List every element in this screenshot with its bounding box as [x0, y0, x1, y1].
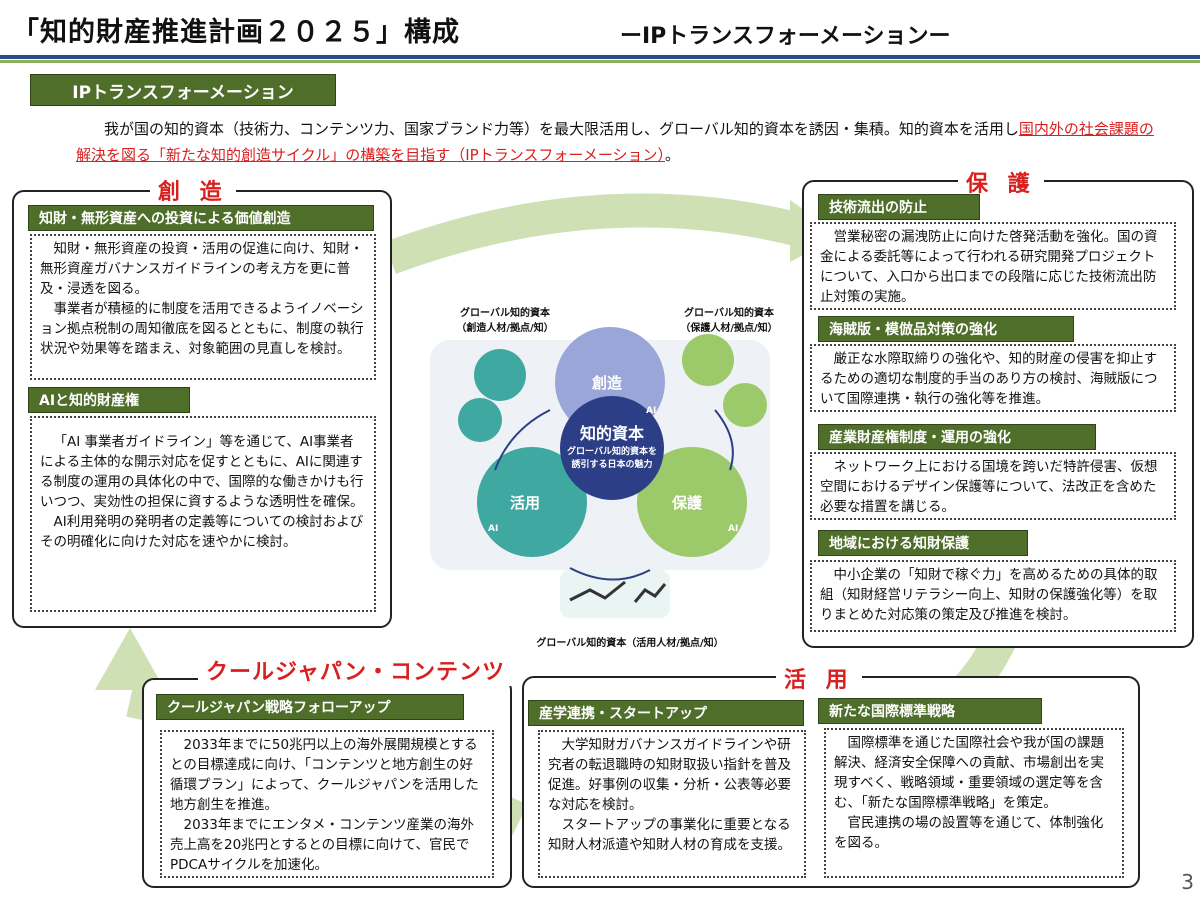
hogo-item4-box: 中小企業の「知財で稼ぐ力」を高めるための具体的取組（知財経営リテラシー向上、知財… — [810, 560, 1176, 632]
katsuyou-item2-p1: 国際標準を通じた国際社会や我が国の課題解決、経済安全保障への貢献、市場創出を実現… — [834, 735, 1104, 811]
souzou-item2-label: AIと知的財産権 — [28, 387, 190, 413]
souzou-item1-p1: 知財・無形資産の投資・活用の促進に向け、知財・無形資産ガバナンスガイドラインの考… — [40, 241, 364, 297]
center-sub1: グローバル知的資本を — [567, 447, 657, 457]
souzou-item2-box: 「AI 事業者ガイドライン」等を通じて、AI事業者による主体的な開示対応を促すと… — [30, 416, 376, 612]
page-title: 「知的財産推進計画２０２５」構成 — [12, 17, 460, 48]
diagram-top-left-label: グローバル知的資本 （創造人材/拠点/知） — [440, 304, 570, 334]
top-right-label-line1: グローバル知的資本 — [684, 308, 774, 319]
page-subtitle: ーIPトランスフォーメーションー — [620, 24, 951, 49]
katsuyou-item2-box: 国際標準を通じた国際社会や我が国の課題解決、経済安全保障への貢献、市場創出を実現… — [824, 728, 1124, 878]
souzou-item2-p1: 「AI 事業者ガイドライン」等を通じて、AI事業者による主体的な開示対応を促すと… — [40, 434, 364, 510]
center-text: 知的資本 グローバル知的資本を 誘引する日本の魅力 — [562, 420, 662, 470]
page-number: 3 — [1181, 870, 1194, 894]
cool-heading: クールジャパン・コンテンツ — [198, 654, 514, 686]
knowledge-cycle-diagram — [430, 327, 770, 618]
circle-hogo-label: 保護 — [672, 494, 703, 512]
hogo-item1-box: 営業秘密の漏洩防止に向けた啓発活動を強化。国の資金による委託等によって行われる研… — [810, 222, 1176, 310]
hogo-item3-text: ネットワーク上における国境を跨いだ特許侵害、仮想空間におけるデザイン保護等につい… — [820, 459, 1158, 515]
cycle-arrow-3 — [494, 409, 551, 471]
cool-item-label: クールジャパン戦略フォローアップ — [156, 694, 464, 720]
top-left-label-line1: グローバル知的資本 — [460, 308, 550, 319]
ai-tag-hogo: AI — [728, 524, 739, 534]
diagram-bottom-label: グローバル知的資本（活用人材/拠点/知） — [536, 638, 724, 649]
hogo-item2-box: 厳正な水際取締りの強化や、知的財産の侵害を抑止するための適切な制度的手当のあり方… — [810, 344, 1176, 412]
circle-center — [560, 396, 664, 500]
growth-chart-icon — [569, 580, 626, 602]
document-icon-bg — [723, 383, 767, 427]
intro-highlight: 国内外の社会課題の解決を図る「新たな知的創造サイクル」の構築を目指す（IPトラン… — [76, 120, 1154, 164]
chart-icons-bg — [560, 570, 670, 618]
katsuyou-item2-label: 新たな国際標準戦略 — [818, 698, 1042, 724]
katsuyou-item1-p2: スタートアップの事業化に重要となる知財人材派遣や知財人材の育成を支援。 — [548, 817, 791, 853]
katsuyou-item1-label: 産学連携・スタートアップ — [528, 700, 804, 726]
souzou-item2-p2: AI利用発明の発明者の定義等についての検討およびその明確化に向けた対応を速やかに… — [40, 514, 364, 550]
circle-katsuyou — [477, 447, 587, 557]
circle-katsuyou-label: 活用 — [510, 494, 541, 512]
ipx-label: IPトランスフォーメーション — [30, 74, 336, 106]
cool-item-box: 2033年までに50兆円以上の海外展開規模とするとの目標達成に向け、「コンテンツ… — [160, 730, 494, 878]
katsuyou-item1-box: 大学知財ガバナンスガイドラインや研究者の転退職時の知財取扱い指針を普及促進。好事… — [538, 730, 806, 878]
cycle-arrow-2 — [569, 567, 651, 581]
diagram-top-right-label: グローバル知的資本 （保護人材/拠点/知） — [664, 304, 794, 334]
expert-icon-bg — [682, 334, 734, 386]
cool-p1: 2033年までに50兆円以上の海外展開規模とするとの目標達成に向け、「コンテンツ… — [170, 737, 479, 813]
header-divider-green — [0, 60, 1200, 63]
cycle-arrow-1 — [714, 409, 734, 471]
cool-p2: 2033年までにエンタメ・コンテンツ産業の海外売上高を20兆円とするとの目標に向… — [170, 817, 474, 873]
katsuyou-heading: 活 用 — [776, 662, 862, 694]
hogo-item2-text: 厳正な水際取締りの強化や、知的財産の侵害を抑止するための適切な制度的手当のあり方… — [820, 351, 1158, 407]
souzou-item1-label: 知財・無形資産への投資による価値創造 — [28, 205, 374, 231]
hogo-item1-text: 営業秘密の漏洩防止に向けた啓発活動を強化。国の資金による委託等によって行われる研… — [820, 229, 1158, 305]
hogo-item4-text: 中小企業の「知財で稼ぐ力」を高めるための具体的取組（知財経営リテラシー向上、知財… — [820, 567, 1158, 623]
arrow-head-souzou — [95, 628, 165, 690]
intro-part1: 我が国の知的資本（技術力、コンテンツ力、国家ブランド力等）を最大限活用し、グロー… — [104, 120, 1019, 138]
intro-end: 。 — [665, 146, 681, 164]
katsuyou-item2-p2: 官民連携の場の設置等を通じて、体制強化を図る。 — [834, 815, 1104, 851]
souzou-item1-box: 知財・無形資産の投資・活用の促進に向け、知財・無形資産ガバナンスガイドラインの考… — [30, 234, 376, 380]
center-sub2: 誘引する日本の魅力 — [571, 460, 653, 470]
hogo-item3-label: 産業財産権制度・運用の強化 — [818, 424, 1096, 450]
ai-tag-katsuyou: AI — [488, 524, 499, 534]
idea-icon-bg — [458, 398, 502, 442]
arrow-souzou-to-hogo — [384, 193, 805, 274]
circle-hogo — [637, 447, 747, 557]
hogo-item3-box: ネットワーク上における国境を跨いだ特許侵害、仮想空間におけるデザイン保護等につい… — [810, 452, 1176, 520]
ai-tag-souzou: AI — [646, 406, 657, 416]
circle-souzou-label: 創造 — [592, 374, 623, 392]
hogo-item2-label: 海賊版・模倣品対策の強化 — [818, 316, 1074, 342]
intro-text: 我が国の知的資本（技術力、コンテンツ力、国家ブランド力等）を最大限活用し、グロー… — [76, 116, 1166, 168]
hogo-heading: 保 護 — [958, 166, 1044, 198]
hogo-item4-label: 地域における知財保護 — [818, 530, 1028, 556]
souzou-heading: 創 造 — [150, 174, 236, 206]
top-right-label-line2: （保護人材/拠点/知） — [680, 323, 778, 334]
line-chart-icon — [633, 583, 667, 603]
center-title: 知的資本 — [579, 424, 644, 443]
people-icon-bg — [474, 349, 526, 401]
souzou-item1-p2: 事業者が積極的に制度を活用できるようイノベーション拠点税制の周知徹底を図るととも… — [40, 301, 364, 357]
top-left-label-line2: （創造人材/拠点/知） — [456, 323, 554, 334]
hogo-item1-label: 技術流出の防止 — [818, 194, 980, 220]
header-divider-blue — [0, 55, 1200, 59]
katsuyou-item1-p1: 大学知財ガバナンスガイドラインや研究者の転退職時の知財取扱い指針を普及促進。好事… — [548, 737, 791, 813]
